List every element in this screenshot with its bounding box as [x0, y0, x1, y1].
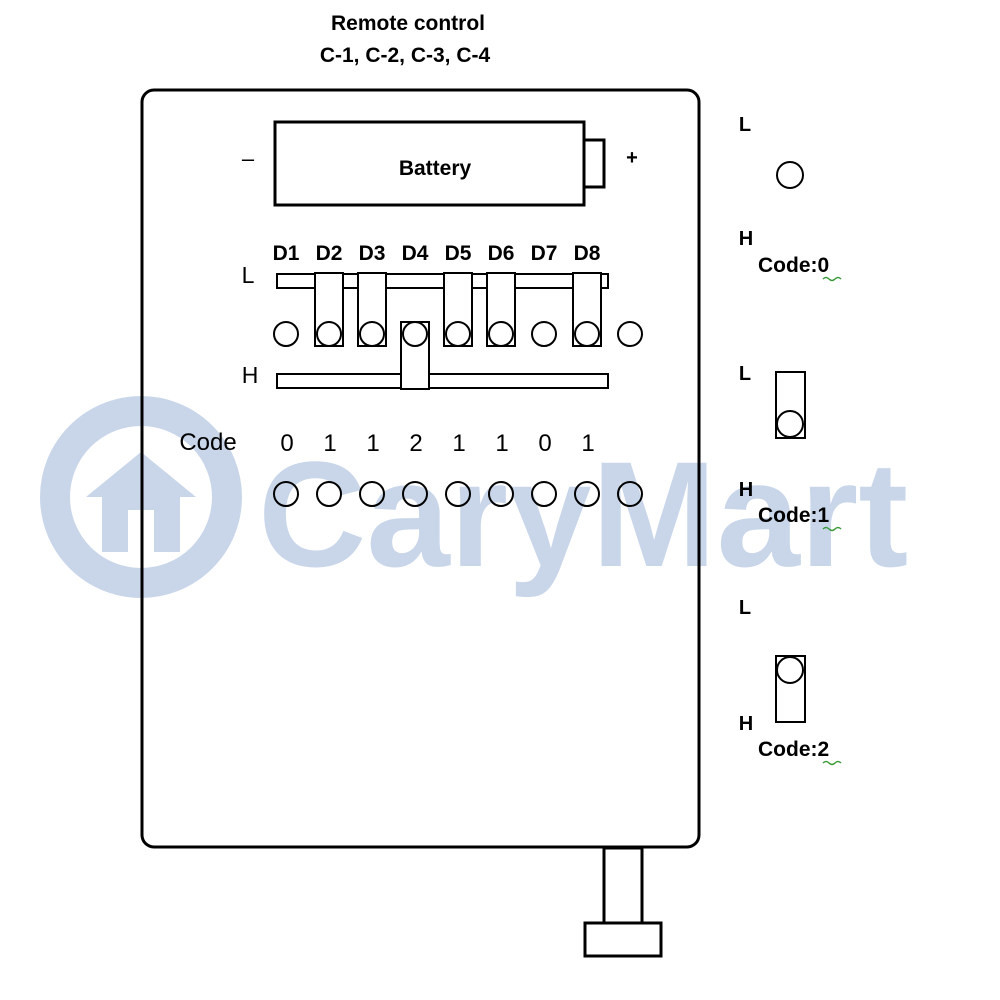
code-circle-4 [402, 481, 428, 507]
dip-pad-7 [531, 321, 557, 347]
code-value-1: 0 [280, 430, 293, 457]
code-value-7: 0 [538, 430, 551, 457]
legend-2-low: L [739, 597, 751, 619]
legend-1-low: L [739, 363, 751, 385]
code-value-8: 1 [581, 430, 594, 457]
dip-pad-3 [359, 321, 385, 347]
legend-0-pad [776, 161, 804, 189]
dip-slider-6 [486, 272, 516, 347]
dip-pad-8 [574, 321, 600, 347]
legend-1-high: H [739, 479, 753, 501]
code-circle-5 [445, 481, 471, 507]
battery-plus: + [626, 147, 638, 169]
legend-0-low: L [739, 114, 751, 136]
legend-2-high: H [739, 713, 753, 735]
code-label: Code [179, 429, 236, 456]
legend-code-0: L H Code:0 [739, 114, 842, 282]
code-circle-3 [359, 481, 385, 507]
battery-terminal [582, 138, 606, 189]
dip-labels: D1 D2 D3 D4 D5 D6 D7 D8 [273, 242, 601, 265]
code-circle-9 [617, 481, 643, 507]
legend-0-squiggle [822, 276, 842, 282]
dip-label-d2: D2 [316, 242, 343, 265]
legend-2-pad [776, 656, 804, 684]
dip-label-d3: D3 [359, 242, 386, 265]
dip-pad-1 [273, 321, 299, 347]
dip-slider-4 [400, 321, 430, 390]
dip-pad-9 [617, 321, 643, 347]
title-line1: Remote control [331, 12, 485, 35]
code-value-6: 1 [495, 430, 508, 457]
battery: Battery – + [242, 120, 638, 207]
dip-label-d1: D1 [273, 242, 300, 265]
legend-2-slider [775, 655, 806, 723]
dip-level-low: L [242, 262, 255, 288]
code-values: 0 1 1 2 1 1 0 1 [280, 430, 594, 457]
code-circle-7 [531, 481, 557, 507]
dip-slider-3 [357, 272, 387, 347]
dip-switches [273, 272, 643, 390]
legend-0-caption: Code:0 [758, 254, 829, 277]
code-value-4: 2 [409, 430, 422, 457]
watermark-text: CaryMart [258, 430, 908, 598]
legend-code-1: L H Code:1 [739, 363, 842, 532]
legend-code-2: L H Code:2 [739, 597, 842, 766]
legend-1-slider [775, 371, 806, 439]
antenna [583, 846, 663, 958]
code-circle-6 [488, 481, 514, 507]
remote-body [140, 88, 701, 849]
rail-low [276, 273, 609, 289]
dip-slider-5 [443, 272, 473, 347]
legend-1-squiggle [822, 526, 842, 532]
code-circles [273, 481, 643, 507]
code-value-2: 1 [323, 430, 336, 457]
dip-pad-4 [402, 321, 428, 347]
dip-label-d4: D4 [402, 242, 429, 265]
dip-slider-8 [572, 272, 602, 347]
dip-slider-2 [314, 272, 344, 347]
dip-pad-2 [316, 321, 342, 347]
legend-0-high: H [739, 228, 753, 250]
code-value-3: 1 [366, 430, 379, 457]
legend-2-squiggle [822, 760, 842, 766]
code-circle-1 [273, 481, 299, 507]
dip-label-d5: D5 [445, 242, 472, 265]
antenna-stem [602, 846, 644, 925]
dip-label-d7: D7 [531, 242, 558, 265]
legend-2-caption: Code:2 [758, 738, 829, 761]
legend-1-caption: Code:1 [758, 504, 829, 527]
dip-label-d6: D6 [488, 242, 515, 265]
battery-label: Battery [399, 157, 472, 180]
title-line2: C-1, C-2, C-3, C-4 [320, 44, 491, 67]
dip-pad-5 [445, 321, 471, 347]
dip-label-d8: D8 [574, 242, 601, 265]
dip-pad-6 [488, 321, 514, 347]
code-circle-8 [574, 481, 600, 507]
antenna-base [583, 921, 663, 958]
code-value-5: 1 [452, 430, 465, 457]
code-circle-2 [316, 481, 342, 507]
dip-level-high: H [242, 362, 259, 388]
rail-high [276, 373, 609, 389]
legend-1-pad [776, 410, 804, 438]
legend: L H Code:0 L H Code:1 L H Code:2 [739, 114, 842, 766]
battery-minus: – [242, 146, 255, 171]
